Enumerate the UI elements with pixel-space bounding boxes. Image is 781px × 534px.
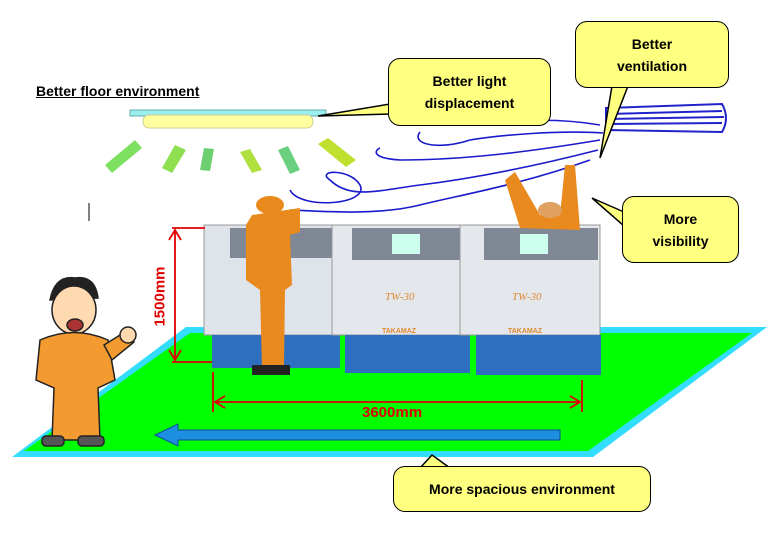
machine-brand-label: TAKAMAZ	[382, 328, 417, 335]
worker-standing	[246, 196, 300, 375]
light-tube	[142, 114, 314, 129]
worker-raising-arms	[505, 165, 580, 230]
light-rays	[105, 138, 356, 174]
airflow-lines	[289, 119, 604, 213]
visibility-callout-tail	[591, 197, 625, 228]
page-title: Better floor environment	[36, 83, 200, 99]
machines: TW-30 TAKAMAZ TW-30 TAKAMAZ	[203, 224, 601, 375]
spacious-callout: More spacious environment	[393, 466, 651, 512]
machine-brand-label: TAKAMAZ	[508, 328, 543, 335]
light-callout-tail	[317, 103, 391, 117]
air-conditioner-icon	[605, 102, 727, 134]
light-callout: Better light displacement	[388, 58, 551, 126]
height-dimension-label: 1500mm	[151, 266, 169, 327]
machine-model-label: TW-30	[385, 291, 415, 303]
machine-3: TW-30 TAKAMAZ	[459, 224, 601, 375]
visibility-callout: More visibility	[622, 196, 739, 263]
machine-model-label: TW-30	[512, 291, 542, 303]
ventilation-callout: Better ventilation	[575, 21, 729, 88]
cartoon-worker	[35, 276, 137, 447]
width-dimension-arrow	[212, 372, 583, 412]
spacious-direction-arrow	[153, 423, 561, 447]
width-dimension-label: 3600mm	[362, 404, 423, 421]
height-dimension-arrow	[168, 227, 212, 363]
machine-2: TW-30 TAKAMAZ	[331, 224, 473, 373]
